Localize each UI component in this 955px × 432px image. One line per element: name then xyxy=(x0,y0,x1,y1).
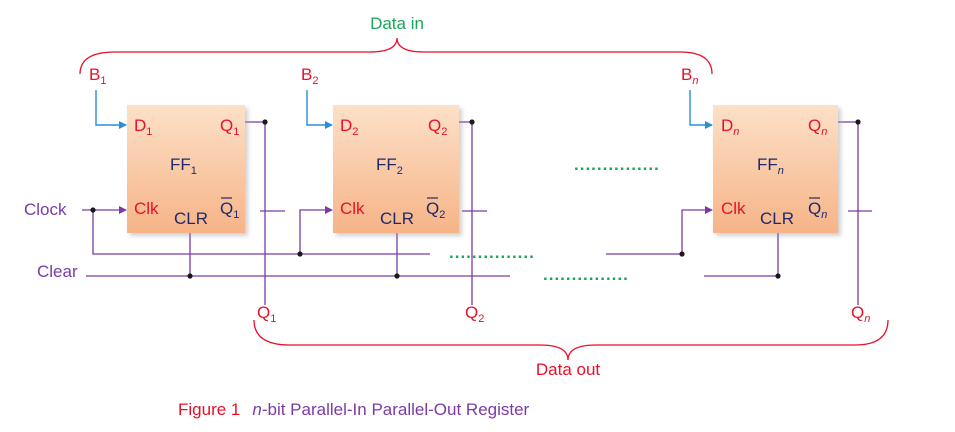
clkn-label: Clk xyxy=(721,199,746,218)
data-out-label: Data out xyxy=(536,360,601,379)
ellipsis-group: ............... ............... ........… xyxy=(449,155,660,284)
clr1-label: CLR xyxy=(174,209,208,228)
data-in-label: Data in xyxy=(370,14,424,33)
data-out-brace xyxy=(253,319,889,361)
dn-label: Dn xyxy=(721,116,739,138)
q2-out-label: Q2 xyxy=(465,303,484,325)
data-in-brace xyxy=(79,37,713,75)
flipflop-2-box xyxy=(333,105,459,233)
b2-label: B2 xyxy=(301,65,318,87)
flipflop-1-labels: B1 D1 Q1 FF1 Clk CLR Q1 Q1 xyxy=(89,65,276,325)
qbar2-label: Q2 xyxy=(426,199,445,221)
clrn-label: CLR xyxy=(760,209,794,228)
flipflop-1-box xyxy=(127,105,245,233)
bn-label: Bn xyxy=(681,65,698,87)
clk2-label: Clk xyxy=(340,199,365,218)
qbar1-label: Q1 xyxy=(220,199,239,221)
b1-label: B1 xyxy=(89,65,106,87)
flipflop-2-labels: B2 D2 Q2 FF2 Clk CLR Q2 Q2 xyxy=(301,65,484,325)
ellipsis-clear: ............... xyxy=(543,265,629,284)
q1-output-wire xyxy=(245,121,266,305)
ellipsis-clock: ............... xyxy=(449,243,535,262)
data-input-arrows xyxy=(95,90,713,129)
ffn-label: FFn xyxy=(757,155,784,177)
ff2-label: FF2 xyxy=(376,155,403,177)
clear-label: Clear xyxy=(37,262,78,281)
clock-wire-ffn xyxy=(606,206,713,255)
ff1-label: FF1 xyxy=(170,155,197,177)
q1-pin-label: Q1 xyxy=(220,116,239,138)
d2-label: D2 xyxy=(340,116,358,138)
qn-output-wire xyxy=(838,121,859,305)
clk1-label: Clk xyxy=(134,199,159,218)
ellipsis-boxes: ............... xyxy=(574,155,660,174)
d1-label: D1 xyxy=(134,116,152,138)
qn-pin-label: Qn xyxy=(808,116,827,138)
junction-dots xyxy=(90,119,861,279)
flipflop-n-box xyxy=(713,105,838,233)
q1-out-label: Q1 xyxy=(257,303,276,325)
clr2-label: CLR xyxy=(380,209,414,228)
qbarn-label: Qn xyxy=(808,199,827,221)
clock-label: Clock xyxy=(24,200,67,219)
flipflop-n-labels: Bn Dn Qn FFn Clk CLR Qn Qn xyxy=(681,65,870,325)
qn-out-label: Qn xyxy=(851,303,870,325)
q2-pin-label: Q2 xyxy=(428,116,447,138)
